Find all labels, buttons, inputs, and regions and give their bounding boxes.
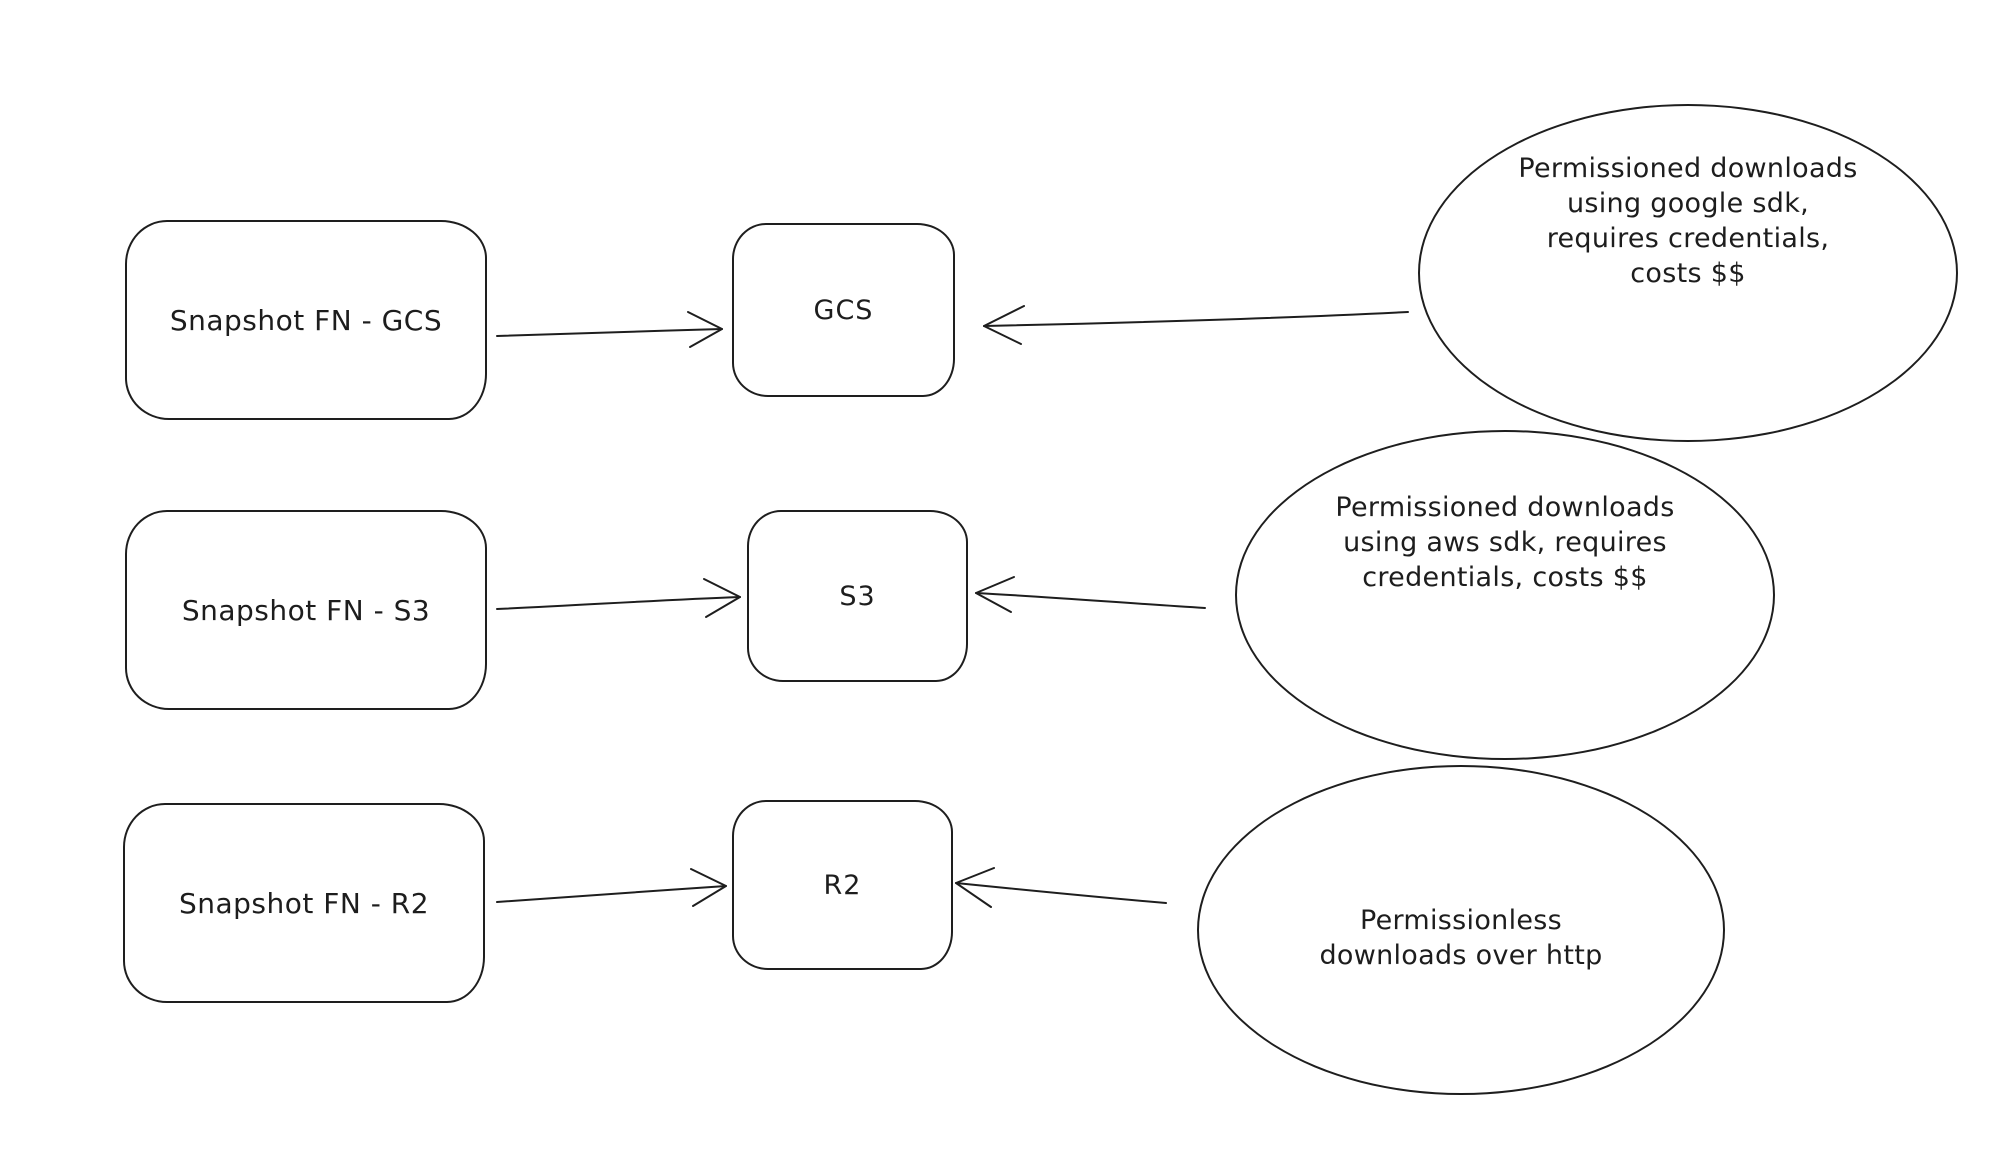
- node-snapshot-fn-r2-label: Snapshot FN - R2: [178, 886, 430, 920]
- note-ellipse-gcs: Permissioned downloads using google sdk,…: [1418, 104, 1958, 442]
- node-s3-label: S3: [839, 580, 876, 612]
- arrow-snapshot-s3-to-s3: [496, 578, 741, 618]
- arrow-snapshot-r2-to-r2: [496, 868, 727, 907]
- node-gcs: GCS: [732, 223, 955, 397]
- note-line: requires credentials,: [1546, 223, 1830, 254]
- note-ellipse-r2: Permissionless downloads over http: [1197, 765, 1725, 1095]
- note-line: Permissioned downloads: [1335, 491, 1675, 523]
- note-ellipse-s3: Permissioned downloads using aws sdk, re…: [1235, 430, 1775, 760]
- arrow-note-s3-to-s3: [975, 576, 1206, 613]
- node-gcs-label: GCS: [813, 294, 874, 326]
- node-snapshot-fn-s3-label: Snapshot FN - S3: [181, 593, 431, 627]
- arrow-note-gcs-to-gcs: [983, 305, 1409, 345]
- node-snapshot-fn-r2: Snapshot FN - R2: [123, 803, 485, 1003]
- note-line: Permissioned downloads: [1518, 153, 1858, 184]
- arrow-snapshot-gcs-to-gcs: [496, 311, 723, 348]
- note-line: using google sdk,: [1566, 188, 1810, 219]
- note-r2-text: Permissionless downloads over http: [1319, 903, 1602, 973]
- node-r2-label: R2: [823, 869, 862, 901]
- note-s3-text: Permissioned downloads using aws sdk, re…: [1335, 490, 1674, 595]
- note-gcs-text: Permissioned downloads using google sdk,…: [1518, 151, 1857, 291]
- node-r2: R2: [732, 800, 953, 970]
- arrow-note-r2-to-r2: [955, 867, 1167, 908]
- note-line: using aws sdk, requires: [1343, 526, 1667, 558]
- note-line: costs $$: [1630, 258, 1746, 289]
- node-s3: S3: [747, 510, 968, 682]
- node-snapshot-fn-gcs: Snapshot FN - GCS: [125, 220, 487, 420]
- note-line: credentials, costs $$: [1362, 561, 1648, 593]
- node-snapshot-fn-s3: Snapshot FN - S3: [125, 510, 487, 710]
- note-line: Permissionless: [1359, 905, 1563, 936]
- node-snapshot-fn-gcs-label: Snapshot FN - GCS: [169, 303, 443, 337]
- note-line: downloads over http: [1319, 940, 1603, 971]
